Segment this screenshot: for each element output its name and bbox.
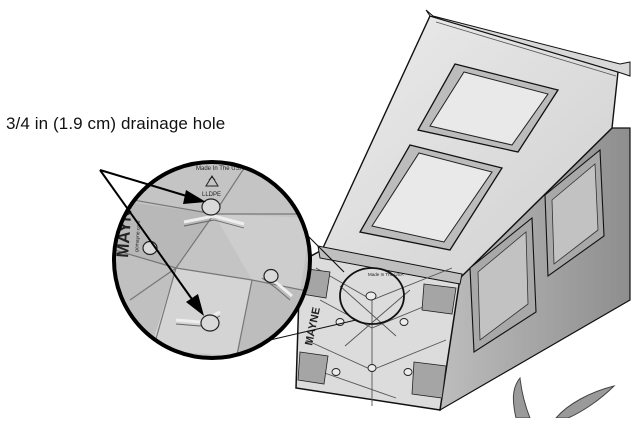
drainage-hole-callout-label: 3/4 in (1.9 cm) drainage hole [6,114,226,133]
planter-body: Made In The USA MAYNE [295,9,631,412]
plant-leaves-decoration [512,376,616,419]
callout-arrows [99,169,206,316]
small-stamp-text: Made In The USA [368,272,404,277]
stamp-made-in-text: Made In The USA [196,166,244,172]
stamp-recycle-code: LLDPE [202,192,221,198]
brand-website-text: gomayne.com [134,220,142,252]
recycle-icon [205,175,219,187]
